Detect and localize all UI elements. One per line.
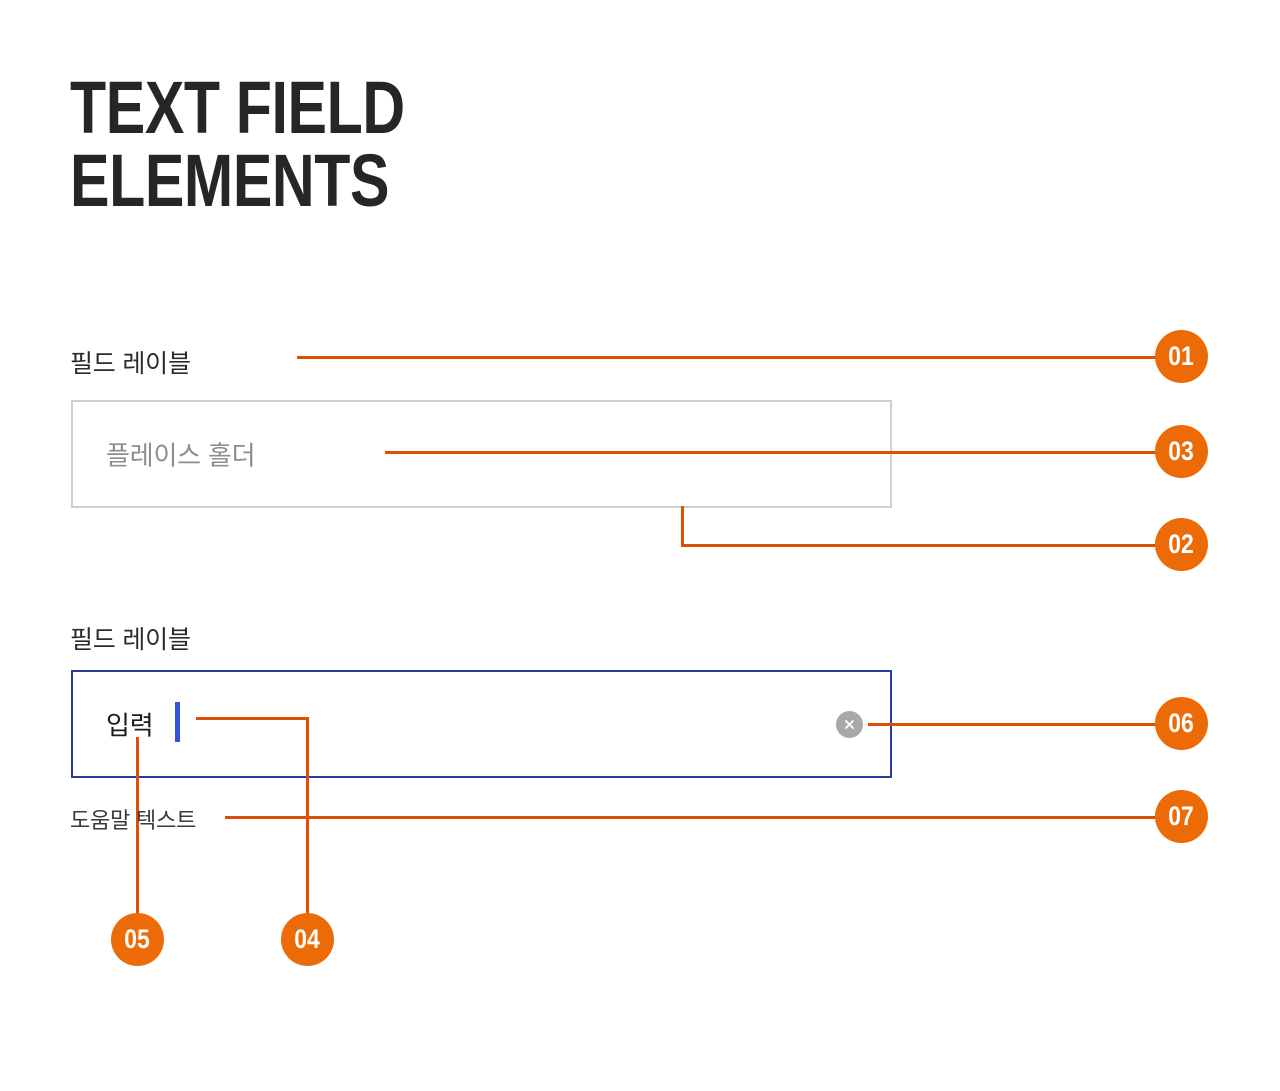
page-title: TEXT FIELD ELEMENTS [70, 66, 405, 222]
callout-badge-02[interactable]: 02 [1155, 518, 1208, 571]
text-field-default[interactable]: 플레이스 홀더 [71, 400, 892, 508]
callout-badge-02-label: 02 [1168, 529, 1195, 559]
close-icon [845, 720, 854, 729]
leader-line-07 [225, 816, 1157, 819]
leader-line-05-vertical [136, 737, 139, 916]
callout-badge-06[interactable]: 06 [1155, 697, 1208, 750]
field-label-2: 필드 레이블 [70, 626, 191, 654]
callout-badge-04[interactable]: 04 [281, 913, 334, 966]
callout-badge-05[interactable]: 05 [111, 913, 164, 966]
leader-line-06 [868, 723, 1157, 726]
leader-line-02-horizontal [681, 544, 1157, 547]
callout-badge-07-label: 07 [1168, 801, 1195, 831]
field-label-1: 필드 레이블 [70, 350, 191, 378]
leader-line-04-horizontal [196, 717, 309, 720]
clear-button[interactable] [836, 711, 863, 738]
leader-line-02-vertical [681, 506, 684, 546]
leader-line-04-vertical [306, 717, 309, 916]
callout-badge-01[interactable]: 01 [1155, 330, 1208, 383]
text-field-focused[interactable]: 입력 [71, 670, 892, 778]
leader-line-03 [385, 451, 1157, 454]
text-caret [175, 702, 180, 742]
callout-badge-04-label: 04 [294, 924, 321, 954]
callout-badge-07[interactable]: 07 [1155, 790, 1208, 843]
callout-badge-03[interactable]: 03 [1155, 425, 1208, 478]
helper-text: 도움말 텍스트 [70, 808, 197, 833]
callout-badge-05-label: 05 [124, 924, 151, 954]
leader-line-01 [297, 356, 1157, 359]
callout-badge-01-label: 01 [1168, 341, 1195, 371]
callout-badge-06-label: 06 [1168, 708, 1195, 738]
placeholder-text: 플레이스 홀더 [106, 440, 256, 471]
input-value-text: 입력 [106, 710, 154, 741]
callout-badge-03-label: 03 [1168, 436, 1195, 466]
